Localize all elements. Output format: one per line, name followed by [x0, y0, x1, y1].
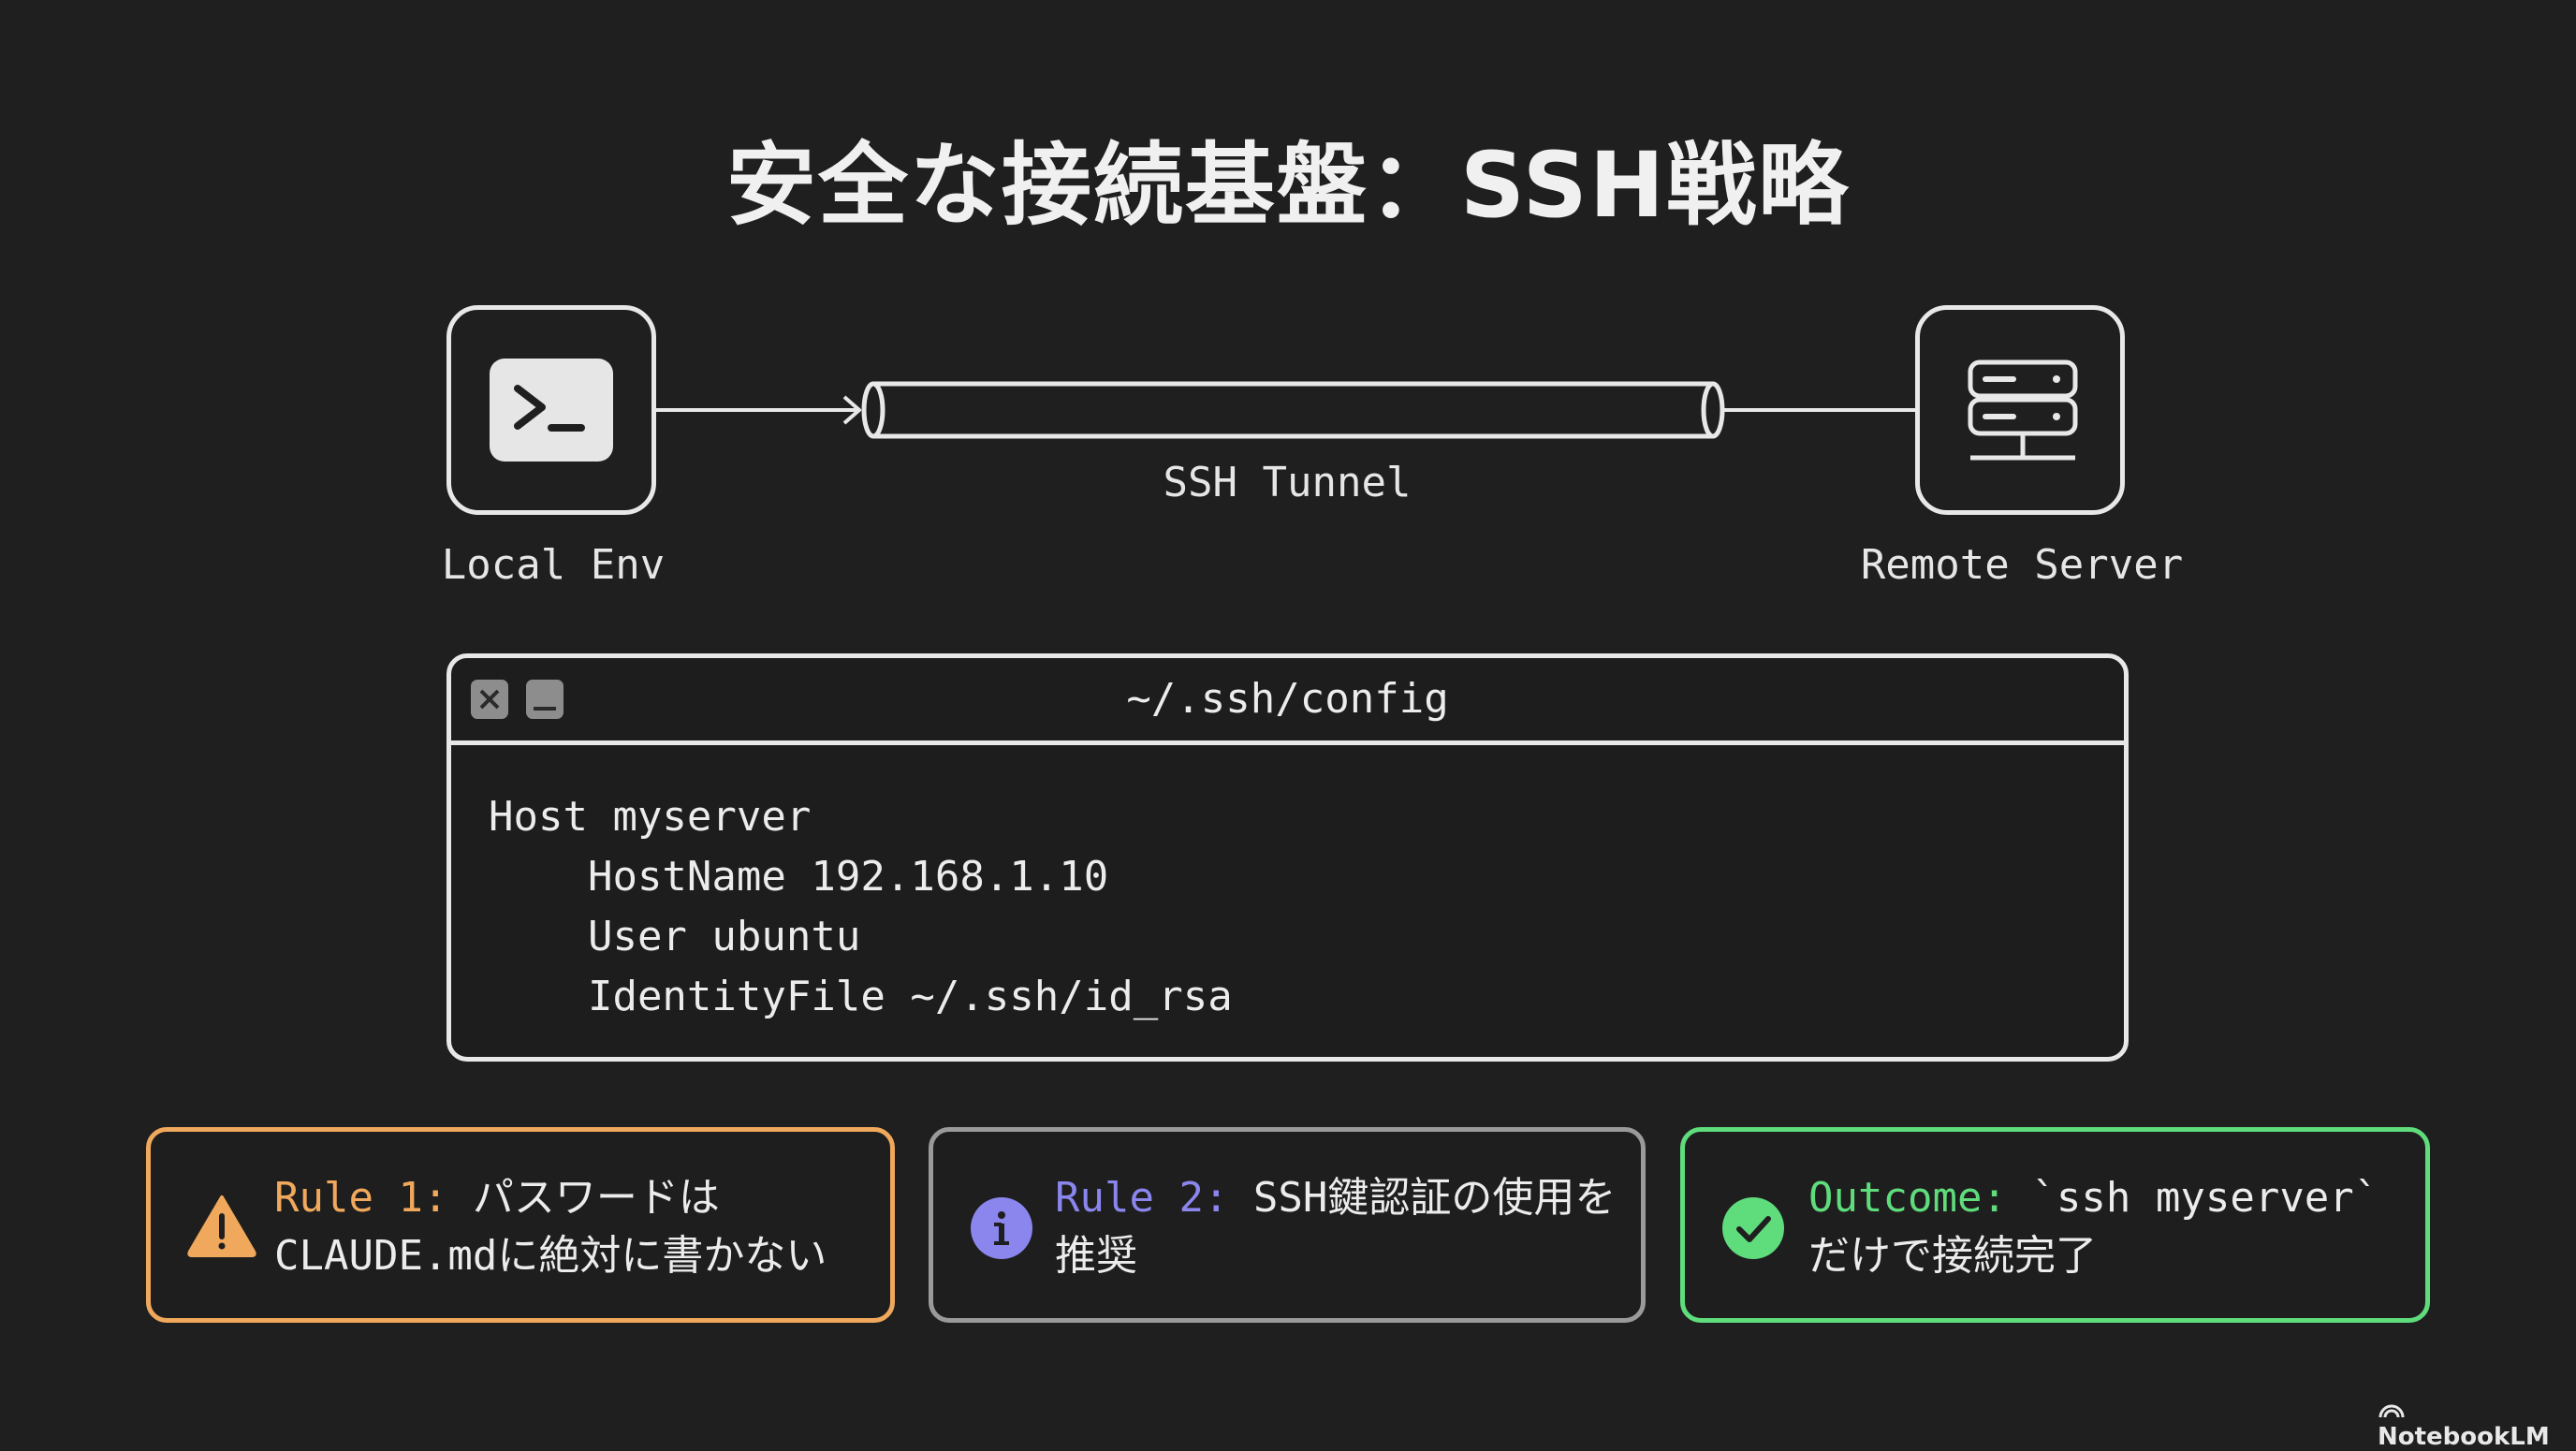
- ssh-tunnel-graphic: [655, 381, 1915, 439]
- config-code: Host myserver HostName 192.168.1.10 User…: [489, 787, 1233, 1027]
- rule-1-card: Rule 1: パスワードは CLAUDE.mdに絶対に書かない: [146, 1127, 895, 1323]
- rule-2-text: Rule 2: SSH鍵認証の使用を推奨: [1055, 1169, 1616, 1285]
- warning-icon: [187, 1195, 256, 1257]
- info-icon: [971, 1197, 1032, 1259]
- outcome-line1: `ssh myserver`: [2006, 1174, 2379, 1222]
- code-line: HostName 192.168.1.10: [489, 853, 1109, 901]
- rule-2-line1: SSH鍵認証の使用を: [1228, 1174, 1617, 1222]
- code-line: User ubuntu: [489, 913, 861, 960]
- local-env-label: Local Env: [441, 541, 666, 589]
- code-line: Host myserver: [489, 793, 812, 841]
- remote-server-label: Remote Server: [1860, 541, 2184, 589]
- rule-2-key: Rule 2:: [1055, 1174, 1229, 1222]
- ssh-tunnel-label: SSH Tunnel: [1163, 459, 1412, 506]
- watermark-text: NotebookLM: [2378, 1423, 2550, 1451]
- outcome-text: Outcome: `ssh myserver` だけで接続完了: [1808, 1169, 2378, 1285]
- rule-1-text: Rule 1: パスワードは CLAUDE.mdに絶対に書かない: [274, 1169, 827, 1285]
- rule-2-card: Rule 2: SSH鍵認証の使用を推奨: [929, 1127, 1646, 1323]
- rule-2-line2: 推奨: [1055, 1232, 1137, 1280]
- ssh-config-window: ~/.ssh/config Host myserver HostName 192…: [446, 653, 2129, 1062]
- close-button[interactable]: [471, 680, 508, 719]
- outcome-key: Outcome:: [1808, 1174, 2007, 1222]
- notebooklm-logo-icon: [2378, 1404, 2405, 1418]
- rule-1-line2: CLAUDE.mdに絶対に書かない: [274, 1232, 827, 1280]
- server-icon: [1968, 359, 2078, 461]
- rule-1-key: Rule 1:: [274, 1174, 448, 1222]
- terminal-icon: [490, 359, 613, 462]
- check-icon: [1722, 1197, 1784, 1259]
- code-line: IdentityFile ~/.ssh/id_rsa: [489, 973, 1233, 1020]
- local-env-node: [446, 305, 656, 515]
- notebooklm-watermark: NotebookLM: [2378, 1395, 2576, 1451]
- page-title: 安全な接続基盤：SSH戦略: [725, 133, 1851, 238]
- window-titlebar: ~/.ssh/config: [451, 658, 2124, 745]
- outcome-line2: だけで接続完了: [1808, 1232, 2097, 1280]
- remote-server-node: [1915, 305, 2125, 515]
- minimize-button[interactable]: [526, 680, 564, 719]
- rule-1-line1: パスワードは: [447, 1174, 720, 1222]
- window-title: ~/.ssh/config: [1126, 675, 1449, 723]
- outcome-card: Outcome: `ssh myserver` だけで接続完了: [1680, 1127, 2430, 1323]
